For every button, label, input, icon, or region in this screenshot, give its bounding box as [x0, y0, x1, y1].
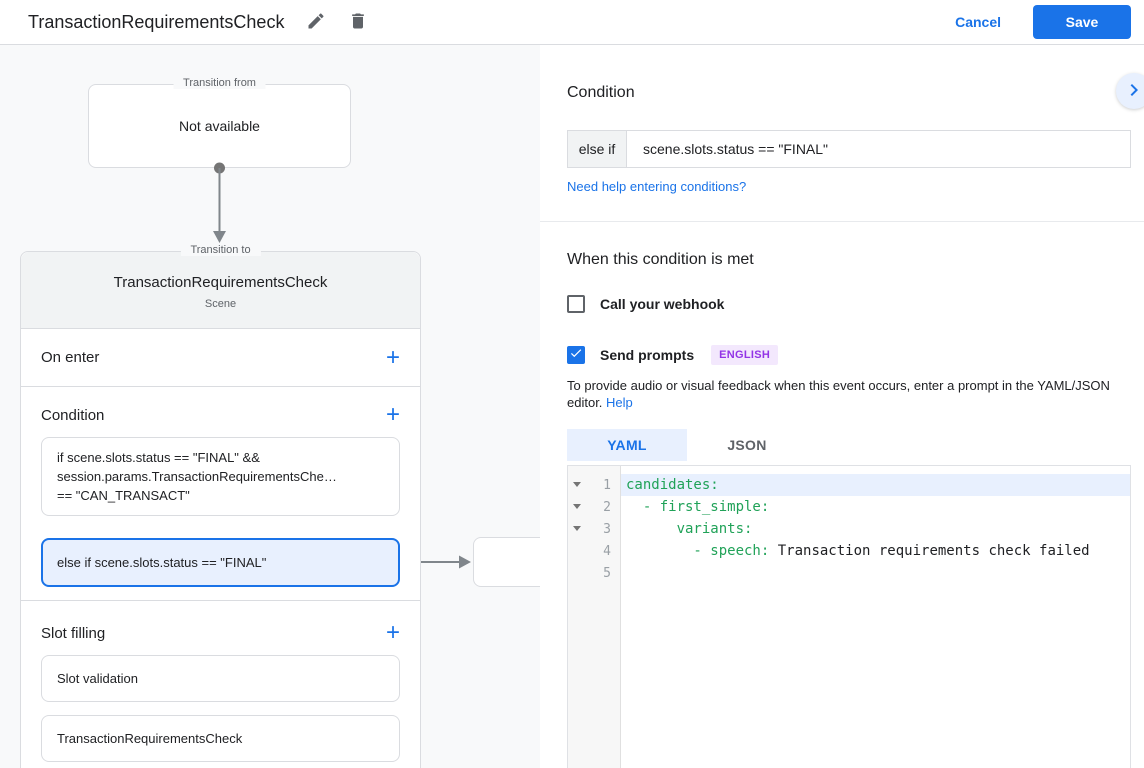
transition-target-node[interactable] [473, 537, 540, 587]
scene-card: Transition to TransactionRequirementsChe… [20, 244, 421, 768]
gutter-line: 2 [568, 496, 620, 518]
editor-format-tabs: YAML JSON [567, 429, 807, 461]
add-condition-button[interactable]: + [386, 403, 400, 427]
add-icon: + [385, 401, 400, 428]
gutter-line: 4 [603, 543, 611, 559]
yaml-code-editor: 1 2 3 4 5 candidates: - first_simple: va… [567, 465, 1131, 768]
transition-to-legend: Transition to [180, 244, 261, 256]
fold-arrow-icon[interactable] [573, 526, 581, 531]
scene-card-header[interactable]: TransactionRequirementsCheck Scene [21, 252, 420, 329]
fold-arrow-icon[interactable] [573, 482, 581, 487]
condition-expression-input[interactable] [627, 130, 1131, 168]
editor-gutter: 1 2 3 4 5 [568, 466, 621, 768]
slot-filling-label: Slot filling [41, 624, 106, 642]
condition-section-label: Condition [41, 406, 105, 424]
gutter-line: 1 [568, 474, 620, 496]
send-prompts-label: Send prompts [600, 347, 695, 363]
collapse-panel-button[interactable] [1116, 73, 1144, 109]
send-prompts-row: Send prompts ENGLISH [567, 345, 779, 365]
top-bar: TransactionRequirementsCheck Cancel Save [0, 0, 1144, 45]
webhook-checkbox[interactable] [567, 295, 585, 313]
scene-card-title: TransactionRequirementsCheck [113, 274, 328, 291]
prompt-help-text: To provide audio or visual feedback when… [567, 378, 1110, 410]
code-line[interactable]: - first_simple: [626, 499, 770, 515]
transition-from-node[interactable]: Transition from Not available [88, 77, 351, 168]
code-line[interactable]: candidates: [621, 474, 1130, 496]
scene-card-type: Scene [204, 298, 237, 310]
chevron-right-icon [1122, 78, 1144, 105]
condition-input-row: else if [567, 130, 1131, 168]
code-line[interactable]: variants: [626, 521, 753, 537]
condition-met-title: When this condition is met [567, 251, 754, 268]
trash-icon [348, 13, 368, 34]
condition-item[interactable]: if scene.slots.status == "FINAL" && sess… [41, 437, 400, 516]
language-badge: ENGLISH [711, 345, 779, 365]
slot-filling-section: Slot filling + Slot validation Transacti… [21, 601, 420, 762]
code-line[interactable] [621, 562, 1130, 584]
slot-item[interactable]: TransactionRequirementsCheck [41, 715, 400, 762]
add-slot-button[interactable]: + [386, 621, 400, 645]
prompt-help-link[interactable]: Help [606, 395, 633, 410]
add-on-enter-button[interactable]: + [385, 343, 400, 371]
scene-diagram-canvas: Transition from Not available Transition… [0, 45, 540, 768]
slot-item[interactable]: Slot validation [41, 655, 400, 702]
add-icon: + [385, 343, 400, 371]
transition-from-value: Not available [179, 118, 260, 134]
transition-from-legend: Transition from [173, 77, 266, 89]
fold-arrow-icon[interactable] [573, 504, 581, 509]
save-button[interactable]: Save [1033, 5, 1131, 39]
condition-section: Condition + if scene.slots.status == "FI… [21, 387, 420, 601]
add-icon: + [385, 619, 400, 646]
tab-json[interactable]: JSON [687, 429, 807, 461]
editor-code-area[interactable]: candidates: - first_simple: variants: - … [621, 466, 1130, 768]
condition-prefix: else if [567, 130, 627, 168]
on-enter-label: On enter [41, 349, 100, 366]
gutter-line: 3 [568, 518, 620, 540]
page-title: TransactionRequirementsCheck [28, 11, 285, 32]
on-enter-section: On enter + [21, 329, 420, 387]
topbar-actions: Cancel Save [949, 5, 1131, 39]
cancel-button[interactable]: Cancel [949, 13, 1007, 31]
code-line[interactable]: - speech: Transaction requirements check… [626, 543, 1090, 559]
pencil-icon [306, 13, 326, 34]
edit-title-button[interactable] [306, 11, 326, 33]
webhook-label: Call your webhook [600, 296, 725, 312]
condition-item-selected[interactable]: else if scene.slots.status == "FINAL" [41, 538, 400, 587]
delete-scene-button[interactable] [348, 11, 368, 33]
send-prompts-checkbox[interactable] [567, 346, 585, 364]
condition-editor-panel: Condition else if Need help entering con… [540, 45, 1144, 768]
gutter-line: 5 [603, 565, 611, 581]
panel-divider [540, 221, 1144, 222]
condition-help-link[interactable]: Need help entering conditions? [567, 179, 747, 194]
webhook-row: Call your webhook [567, 294, 724, 314]
tab-yaml[interactable]: YAML [567, 429, 687, 461]
check-icon [569, 346, 583, 365]
panel-title: Condition [567, 84, 635, 101]
